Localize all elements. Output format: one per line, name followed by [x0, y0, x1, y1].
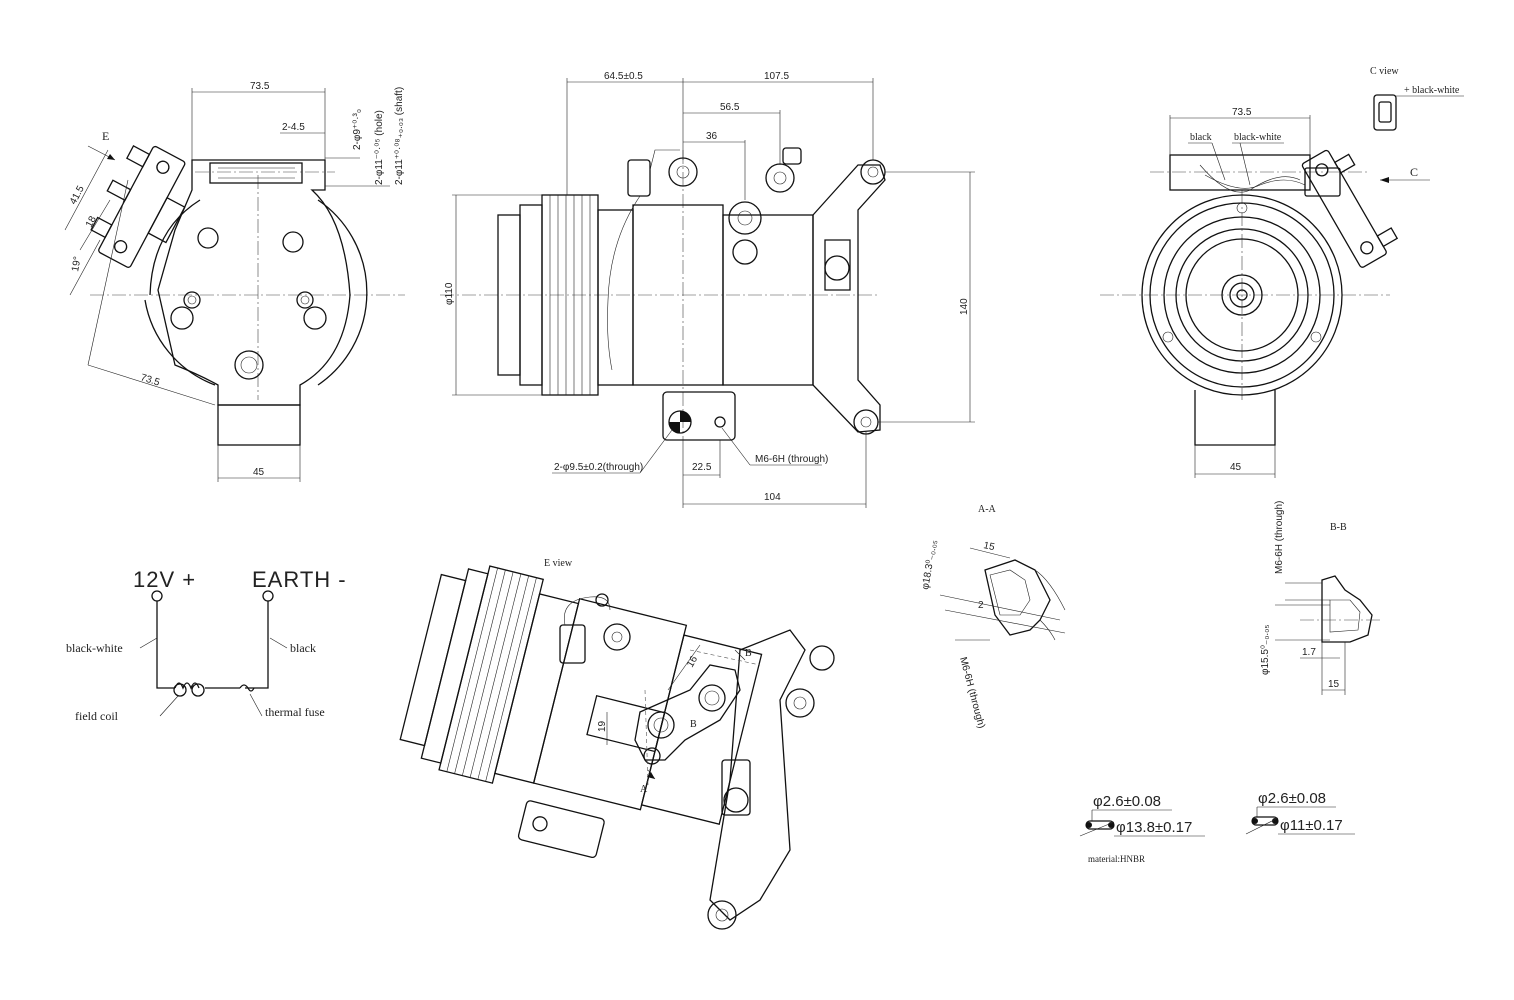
wire-black-schematic: black	[290, 641, 316, 655]
section-b-marker-bottom: B	[690, 719, 697, 730]
section-a-a-title: A-A	[978, 504, 997, 515]
dim-73-5-top: 73.5	[250, 81, 270, 92]
dim-41-5: 41.5	[68, 184, 87, 207]
dim-m6-mid: M6-6H (through)	[755, 454, 828, 465]
dim-shaft-11: 2-φ11⁺⁰·⁰⁸₊₀.₀₃ (shaft)	[394, 87, 405, 185]
left-view: 73.5 2-4.5 2-φ9⁺⁰·³₀ 2-φ11⁻⁰·⁰⁵ (hole) 2…	[64, 81, 405, 482]
dim-16: 16	[685, 654, 700, 670]
aa-dim-phi: φ18.3⁰₋₀.₀₅	[920, 539, 940, 590]
wire-black-label: black	[1190, 132, 1212, 143]
dim-phi-110: φ110	[444, 282, 455, 305]
dim-36: 36	[706, 131, 718, 142]
right-view: 73.5 C view + black-white black black-wh…	[1100, 66, 1464, 478]
dim-140: 140	[959, 298, 970, 315]
bb-dim-15: 15	[1328, 679, 1340, 690]
dim-2-4-5: 2-4.5	[282, 122, 305, 133]
oring2-cross-section: φ2.6±0.08	[1258, 790, 1326, 807]
dim-64-5: 64.5±0.5	[604, 71, 643, 82]
view-e-marker: E	[102, 129, 109, 143]
c-view-wire-label: + black-white	[1404, 85, 1460, 96]
dim-56-5: 56.5	[720, 102, 740, 113]
dim-shaft-9: 2-φ9⁺⁰·³₀	[352, 109, 363, 150]
dim-19: 19	[597, 720, 608, 732]
o-rings: φ2.6±0.08 φ13.8±0.17 material:HNBR φ2.6±…	[1079, 790, 1355, 864]
section-b-b-title: B-B	[1330, 522, 1347, 533]
middle-view: 64.5±0.5 107.5 56.5 36 φ110 140 2-φ9.5±0…	[440, 71, 975, 508]
aa-dim-2: 2	[978, 600, 984, 611]
section-a-a: A-A 15 φ18.3⁰₋₀.₀₅ 2 M6-6H (through)	[920, 504, 1066, 730]
c-view-title: C view	[1370, 66, 1399, 77]
section-a-marker: A	[640, 784, 648, 795]
section-b-marker-top: B	[745, 648, 752, 659]
oring2-inner-diameter: φ11±0.17	[1280, 817, 1343, 834]
dim-73-5-right: 73.5	[1232, 107, 1252, 118]
bb-dim-m6: M6-6H (through)	[1274, 501, 1285, 574]
dim-45-right: 45	[1230, 462, 1242, 473]
dim-18: 18	[84, 214, 99, 229]
terminal-earth-label: EARTH -	[252, 567, 347, 592]
e-view-title: E view	[544, 558, 573, 569]
e-view: E view A B B 16 19	[399, 558, 835, 930]
dim-22-5: 22.5	[692, 462, 712, 473]
wiring-diagram: 12V + EARTH - black-white black field co…	[66, 567, 347, 723]
terminal-12v-label: 12V +	[133, 567, 196, 592]
oring1-cross-section: φ2.6±0.08	[1093, 793, 1161, 810]
dim-hole-11: 2-φ11⁻⁰·⁰⁵ (hole)	[374, 110, 385, 185]
dim-73-5-diag: 73.5	[139, 372, 161, 388]
dim-19-deg: 19°	[70, 256, 83, 273]
dim-45-left: 45	[253, 467, 265, 478]
material-label: material:HNBR	[1088, 854, 1145, 864]
dim-2-phi-9-5: 2-φ9.5±0.2(through)	[554, 462, 643, 473]
bb-dim-phi: φ15.5⁰₋₀.₀₅	[1260, 625, 1271, 675]
thermal-fuse-label: thermal fuse	[265, 705, 325, 719]
section-b-b: B-B M6-6H (through) φ15.5⁰₋₀.₀₅ 1.7 15	[1260, 501, 1380, 695]
view-c-marker: C	[1410, 165, 1418, 179]
dim-107-5: 107.5	[764, 71, 789, 82]
field-coil-label: field coil	[75, 709, 119, 723]
wire-black-white-label: black-white	[1234, 132, 1282, 143]
bb-dim-1-7: 1.7	[1302, 647, 1316, 658]
oring1-inner-diameter: φ13.8±0.17	[1116, 819, 1192, 836]
aa-dim-m6: M6-6H (through)	[957, 656, 987, 730]
dim-104: 104	[764, 492, 781, 503]
aa-dim-15: 15	[982, 540, 996, 553]
wire-black-white-schematic: black-white	[66, 641, 123, 655]
